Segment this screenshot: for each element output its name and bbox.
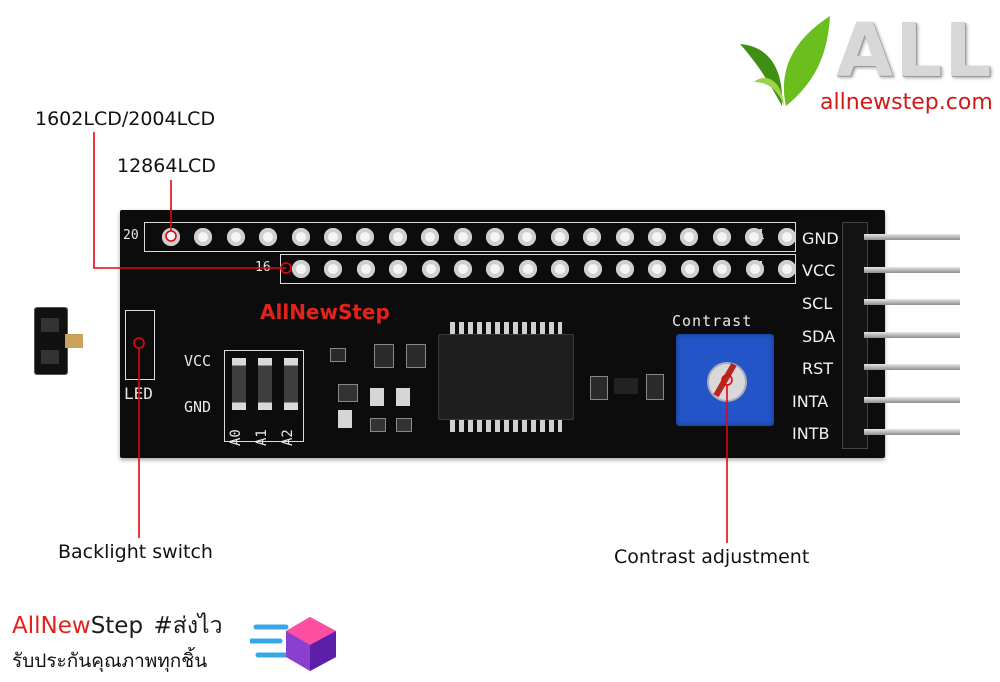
pcb-brand-text: AllNewStep (260, 300, 390, 324)
brand-logo: ALL allnewstep.com (738, 10, 993, 120)
callout-contrast-adjustment: Contrast adjustment (614, 546, 810, 568)
header-hole-row2 (648, 260, 667, 278)
pin-label-rst: RST (802, 359, 834, 378)
header-pin (864, 364, 960, 370)
callout-backlight-switch: Backlight switch (58, 541, 213, 563)
header-hole-row2 (292, 260, 310, 278)
logo-site-text: allnewstep.com (820, 90, 993, 115)
pin-label-intb: INTB (792, 424, 830, 443)
header-hole-row2 (486, 260, 505, 278)
backlight-jumper-cap[interactable] (35, 308, 83, 374)
header-pin (864, 396, 960, 403)
header-hole-row1 (550, 228, 569, 246)
header-hole-row2 (745, 260, 764, 278)
header-hole-row1 (583, 228, 602, 246)
transistor-parts (590, 370, 670, 410)
header-hole-row2 (454, 260, 472, 278)
footer-brand-all: All (12, 613, 41, 639)
header-hole-row2 (551, 260, 570, 278)
pin-label-vcc: VCC (802, 261, 836, 280)
callout-1602lcd: 1602LCD/2004LCD (35, 108, 216, 130)
header-hole-row1 (745, 228, 764, 246)
pin-label-sda: SDA (802, 327, 836, 346)
header-pin (864, 266, 960, 273)
header-hole-row2 (583, 260, 602, 278)
silk-vcc: VCC (184, 352, 212, 370)
header-hole-row1 (324, 228, 342, 246)
header-hole-row1 (388, 228, 407, 246)
pin-label-inta: INTA (792, 392, 829, 411)
callout-12864lcd: 12864LCD (117, 155, 216, 177)
header-hole-row1 (777, 228, 796, 246)
footer-brand-new: New (40, 613, 91, 639)
pot-label: Contrast (672, 312, 753, 330)
header-hole-row2 (421, 260, 440, 278)
footer-brand: AllNewStep #ส่งไว (12, 608, 223, 644)
header-pin (864, 299, 960, 305)
address-jumper-box (224, 350, 304, 442)
header-hole-row1 (421, 228, 440, 246)
footer-brand-step: Step (90, 613, 144, 639)
header-hole-row2 (680, 260, 699, 278)
pin-label-gnd: GND (802, 229, 839, 248)
pin-label-scl: SCL (802, 294, 833, 313)
header-hole-row1 (680, 228, 699, 246)
header-hole-row1 (518, 228, 537, 246)
header-hole-row1 (615, 228, 634, 246)
footer-subline: รับประกันคุณภาพทุกชิ้น (12, 650, 208, 672)
i2c-lcd-board: 20 1 16 1 AllNewStep LED VCC GND A0 A1 A… (120, 210, 885, 458)
row2-pin-number: 16 (255, 260, 271, 275)
silk-a1: A1 (254, 429, 270, 446)
header-pin (864, 429, 960, 435)
led-jumper-header (125, 310, 155, 380)
header-hole-row1 (712, 228, 731, 246)
silk-a0: A0 (228, 429, 244, 446)
footer-tag: #ส่งไว (153, 613, 223, 639)
header-hole-row1 (648, 228, 666, 246)
header-hole-row1 (356, 228, 375, 246)
silk-gnd: GND (184, 398, 212, 416)
header-hole-row1 (226, 228, 245, 246)
address-jumper-pads (230, 358, 302, 418)
header-hole-row1 (453, 228, 472, 246)
leaf-icon (740, 16, 830, 106)
smd-components (330, 338, 440, 438)
header-hole-row2 (356, 260, 375, 278)
header-pin (864, 234, 960, 240)
logo-big-text: ALL (836, 8, 994, 94)
header-hole-row1 (291, 228, 310, 246)
pcf8574-chip (436, 322, 576, 442)
silk-led: LED (124, 384, 153, 403)
header-hole-row2 (778, 260, 796, 278)
cube-speed-icon (250, 617, 336, 671)
header-hole-row1 (486, 228, 504, 246)
right-angle-pin-header (842, 222, 962, 449)
header-hole-row2 (518, 260, 537, 278)
row1-pin-number: 20 (123, 228, 139, 243)
header-pin (864, 331, 960, 338)
header-hole-row2 (713, 260, 732, 278)
header-hole-row2 (324, 260, 343, 278)
contrast-potentiometer[interactable] (676, 334, 774, 426)
header-hole-row1 (162, 228, 180, 246)
header-hole-row2 (616, 260, 634, 278)
silk-a2: A2 (280, 429, 296, 446)
header-hole-row2 (389, 260, 408, 278)
